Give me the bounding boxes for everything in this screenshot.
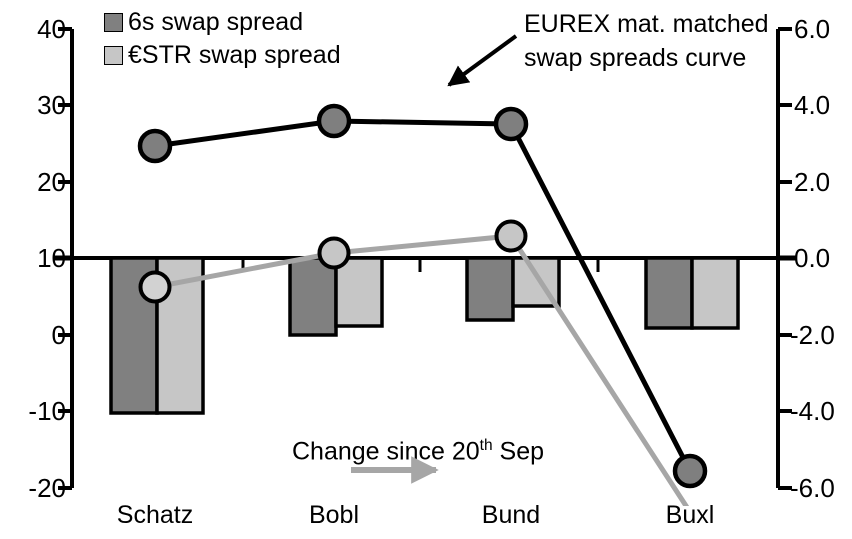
legend-item-estr-swap-spread: €STR swap spread <box>104 39 341 72</box>
right-axis-tick-6: 6.0 <box>794 14 831 44</box>
legend-swatch-estr-swap-spread <box>104 46 123 65</box>
right-axis-tick-neg2: -2.0 <box>790 320 835 350</box>
right-axis-tick-neg4: -4.0 <box>790 396 835 426</box>
right-axis-tick-4: 4.0 <box>794 90 831 120</box>
right-axis-tick-2: 2.0 <box>794 167 831 197</box>
left-axis <box>54 27 74 490</box>
marker-change-bund <box>494 219 528 253</box>
change-since-note: Change since 20th Sep <box>292 433 544 464</box>
bar-estr-buxl <box>690 256 740 330</box>
bar-6s-bund <box>465 256 515 322</box>
annotation-line-1: EUREX mat. matched <box>524 10 769 38</box>
change-since-prefix: Change since 20 <box>292 437 480 466</box>
line-series-change-since <box>138 219 690 506</box>
line-series-eurex-swap-spreads <box>137 103 708 489</box>
bar-6s-buxl <box>644 256 694 330</box>
right-axis-tick-neg6: -6.0 <box>790 473 835 503</box>
category-label-bobl: Bobl <box>308 501 360 529</box>
bar-estr-bobl <box>334 256 384 328</box>
marker-eurex-bobl <box>316 103 352 139</box>
bar-group-schatz <box>109 256 205 415</box>
marker-change-bobl <box>317 236 351 270</box>
chart-legend: 6s swap spread €STR swap spread <box>104 6 341 72</box>
change-since-superscript: th <box>479 437 493 454</box>
marker-eurex-bund <box>493 106 529 142</box>
bar-group-bobl <box>288 256 384 337</box>
marker-eurex-schatz <box>137 128 173 164</box>
legend-item-6s-swap-spread: 6s swap spread <box>104 6 341 39</box>
bar-group-buxl <box>644 256 740 330</box>
annotation-line-2: swap spreads curve <box>524 44 747 72</box>
category-label-schatz: Schatz <box>116 501 194 529</box>
change-since-suffix: Sep <box>492 437 545 466</box>
bar-6s-bobl <box>288 256 338 337</box>
annotation-arrow-icon <box>447 34 518 87</box>
right-axis-tick-0: 0.0 <box>794 243 831 273</box>
legend-swatch-6s-swap-spread <box>104 13 123 32</box>
legend-label-6s-swap-spread: 6s swap spread <box>128 8 304 36</box>
marker-change-schatz <box>138 270 172 304</box>
marker-eurex-buxl <box>672 453 708 489</box>
category-label-bund: Bund <box>481 501 541 529</box>
legend-label-estr-swap-spread: €STR swap spread <box>128 41 341 69</box>
right-axis <box>776 27 796 490</box>
category-label-buxl: Buxl <box>665 501 715 529</box>
